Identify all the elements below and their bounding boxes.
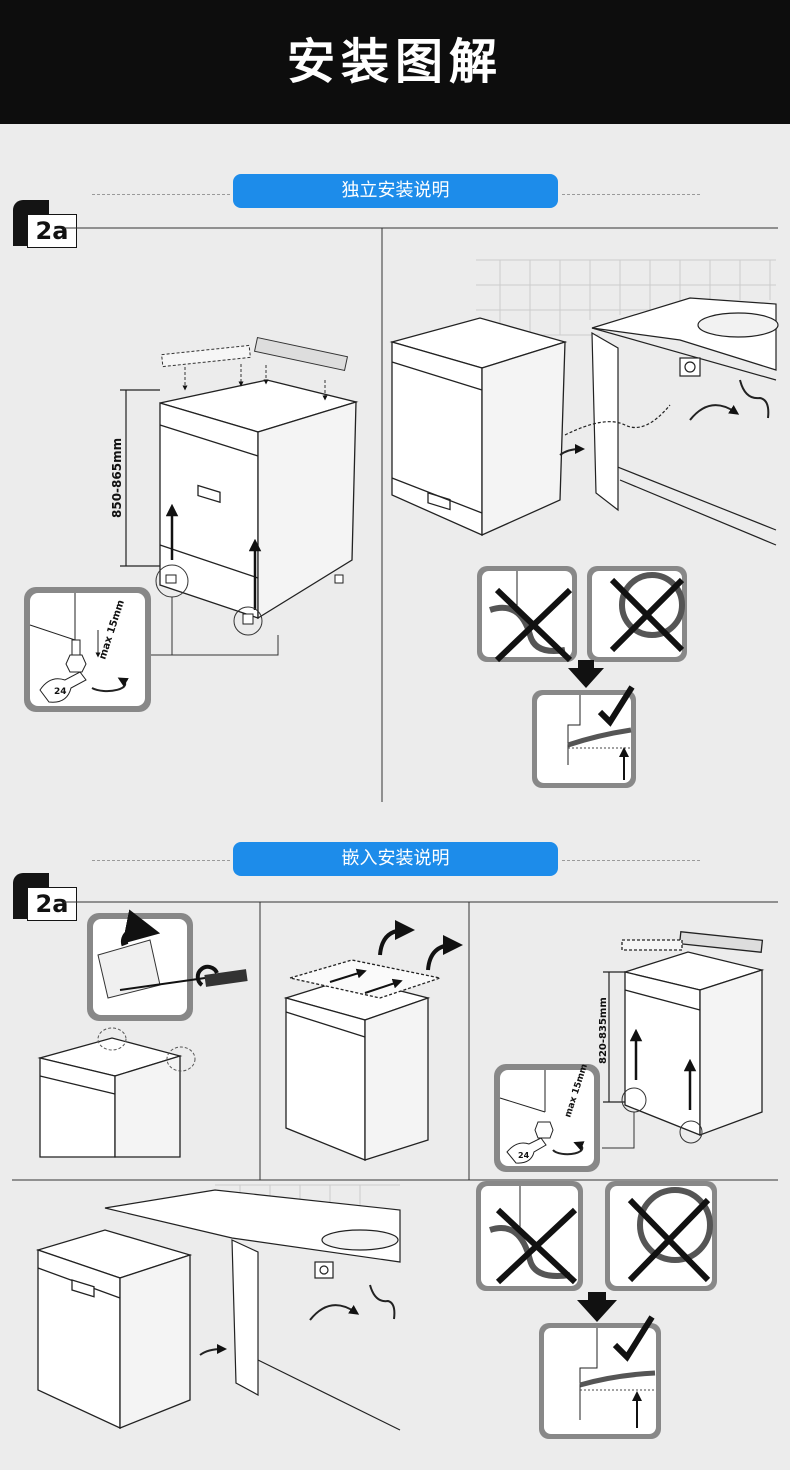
section1-frame <box>64 227 778 802</box>
kitchen-counter <box>591 297 779 546</box>
dishwasher-side-by-side <box>389 317 568 537</box>
water-connections-2 <box>199 1261 396 1356</box>
spirit-level <box>161 336 349 372</box>
step-badge: 2a <box>13 873 77 921</box>
wrong-hose-low <box>477 566 577 663</box>
dishwasher-feet <box>165 574 344 625</box>
correct-hose-2 <box>539 1315 661 1439</box>
screw-removal-zoom <box>87 909 248 1021</box>
dishwasher-top-removed <box>37 1037 183 1158</box>
dishwasher-sliding-in <box>35 1229 193 1430</box>
wrong-hose-low-2 <box>476 1181 583 1291</box>
divider-left <box>92 860 230 861</box>
height-dimension-label: 850-865mm <box>110 438 124 518</box>
wrench-size: 24 <box>54 687 67 697</box>
down-arrow-2 <box>577 1300 617 1322</box>
foot-adjust-zoom: max 15mm 24 <box>24 587 151 712</box>
height-dimension-2 <box>603 971 625 1103</box>
down-arrow <box>568 668 604 688</box>
correct-hose <box>532 685 636 788</box>
counter-builtin <box>104 1189 401 1431</box>
wrong-hose-loop <box>587 566 687 662</box>
builtin-install-heading: 嵌入安装说明 <box>233 842 558 876</box>
step-badge-label: 2a <box>27 214 77 248</box>
dishwasher-worktop-removed <box>283 959 443 1161</box>
freestanding-install-heading: 独立安装说明 <box>233 174 558 208</box>
adjust-up-arrows-2 <box>629 1028 697 1110</box>
step-badge-label: 2a <box>27 887 77 921</box>
foot-highlight <box>233 606 263 636</box>
wrong-hose-loop-2 <box>605 1181 717 1291</box>
wrench-size-2: 24 <box>518 1151 530 1160</box>
callout-line <box>171 597 279 656</box>
divider-right <box>562 860 700 861</box>
foot-adjust-zoom-2: max 15mm 24 <box>494 1063 600 1172</box>
divider-right <box>562 194 700 195</box>
page-title: 安装图解 <box>286 34 503 90</box>
step-badge: 2a <box>13 200 77 248</box>
height-dimension-label-2: 820-835mm <box>598 997 609 1064</box>
lift-arrows <box>329 920 463 994</box>
section2-frame <box>12 901 778 1181</box>
height-dimension <box>120 389 160 567</box>
dishwasher-builtin-height <box>621 931 765 1136</box>
divider-left <box>92 194 230 195</box>
water-connections <box>559 357 770 456</box>
adjust-up-arrows <box>165 503 262 610</box>
level-arrows <box>182 364 328 401</box>
dishwasher-freestanding <box>159 379 359 620</box>
header-bar: 安装图解 <box>0 0 790 124</box>
